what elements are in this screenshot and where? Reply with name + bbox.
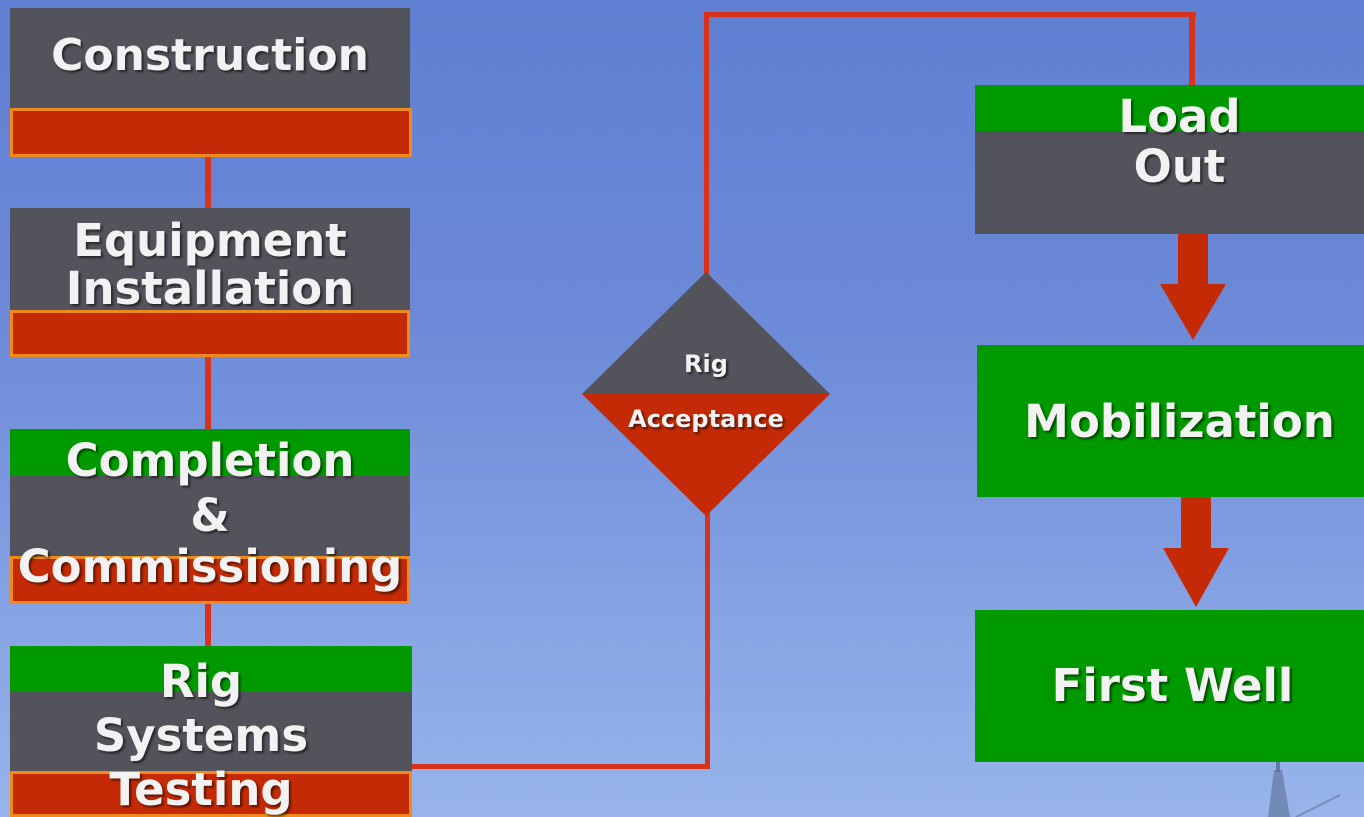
completion-label-line3: Commissioning: [17, 540, 403, 593]
rigsys-label-line3: Testing: [109, 763, 293, 816]
first-well-label: First Well: [1051, 659, 1294, 712]
decision-label-top: Rig: [684, 350, 728, 378]
equipment-red-bar: [10, 310, 410, 357]
decision-label-bottom: Acceptance: [628, 405, 784, 433]
connector-decision-up: [704, 12, 709, 282]
rigsys-gray-block: [10, 692, 412, 774]
completion-green-bar: [10, 429, 410, 477]
loadout-gray-block: [975, 131, 1364, 234]
connector-rigsys-to-decision-v: [705, 505, 710, 769]
construction-gray-block: [10, 8, 410, 110]
rigsys-label-line2: Systems: [93, 709, 309, 762]
equipment-label-line1: Equipment: [73, 214, 347, 267]
connector-top-horizontal: [704, 12, 1196, 17]
mobilization-box: [977, 345, 1364, 497]
first-well-box: [975, 610, 1364, 762]
completion-label-line1: Completion: [65, 434, 355, 487]
equipment-label-line2: Installation: [65, 262, 355, 315]
equipment-gray-block: [10, 208, 410, 312]
completion-red-bar: [10, 556, 410, 604]
loadout-label-line2: Out: [1133, 140, 1226, 193]
completion-gray-block: [10, 476, 410, 558]
rigsys-red-bar: [10, 771, 412, 817]
completion-label-line2: &: [190, 489, 230, 542]
connector-completion-rigsys: [205, 603, 211, 647]
rigsys-green-bar: [10, 646, 412, 694]
construction-red-bar: [10, 108, 412, 157]
connector-construction-equipment: [205, 155, 211, 210]
construction-label: Construction: [51, 30, 369, 81]
mobilization-label: Mobilization: [1024, 395, 1335, 448]
connector-to-loadout: [1189, 12, 1195, 86]
diamond-top-half: [582, 272, 830, 394]
diamond-bottom-half: [582, 394, 830, 516]
loadout-label-line1: Load: [1118, 90, 1241, 143]
loadout-green-bar: [975, 85, 1364, 133]
connector-equipment-completion: [205, 356, 211, 430]
arrow-loadout-to-mobilization: [1160, 234, 1226, 340]
rigsys-label-line1: Rig: [159, 655, 243, 708]
connector-rigsys-to-decision-h: [410, 764, 710, 769]
arrow-mobilization-to-firstwell: [1163, 496, 1229, 607]
